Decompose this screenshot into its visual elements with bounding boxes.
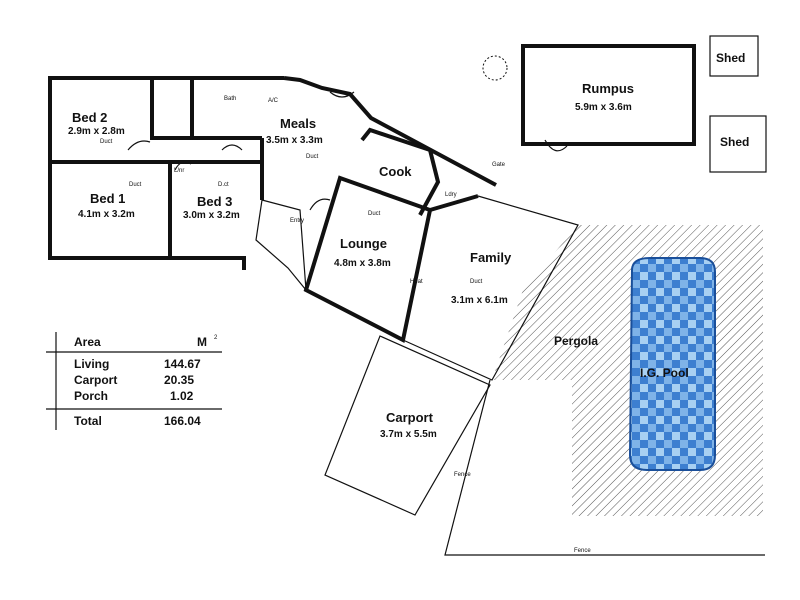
bed3-name: Bed 3 xyxy=(197,194,232,209)
area-row-label: Porch xyxy=(74,389,108,403)
bed1-name: Bed 1 xyxy=(90,191,125,206)
family-name: Family xyxy=(470,250,512,265)
pool xyxy=(628,257,716,471)
bed2-name: Bed 2 xyxy=(72,110,107,125)
meals-dims: 3.5m x 3.3m xyxy=(266,135,323,146)
door-swing xyxy=(221,144,243,151)
meals-name: Meals xyxy=(280,116,316,131)
area-total-label: Total xyxy=(74,414,102,428)
shed2-name: Shed xyxy=(720,135,749,149)
door-swing xyxy=(329,91,355,98)
meals-duct-label: Duct xyxy=(306,154,319,160)
lounge-duct-label: Duct xyxy=(368,211,381,217)
fence-bottom-label: Fence xyxy=(574,548,591,554)
area-row-value: 1.02 xyxy=(170,389,194,403)
area-header-unit: M xyxy=(197,335,207,349)
duct-label-bed1: Duct xyxy=(129,182,142,188)
area-total-value: 166.04 xyxy=(164,414,201,428)
tree-icon xyxy=(482,55,508,81)
shed-2 xyxy=(709,115,767,173)
door-swing xyxy=(309,198,331,211)
pool-name: I.G. Pool xyxy=(640,366,689,380)
area-header-sup: 2 xyxy=(214,335,218,341)
carport-outline xyxy=(324,335,491,516)
shed1-name: Shed xyxy=(716,51,745,65)
bath-name: Bath xyxy=(224,96,236,102)
door-swing xyxy=(174,161,192,171)
laundry-label: Ldry xyxy=(445,192,457,198)
area-table: Area M 2 Living 144.67 Carport 20.35 Por… xyxy=(46,332,222,430)
fence-line xyxy=(444,379,765,556)
house-east-wall xyxy=(283,76,497,187)
area-row-label: Living xyxy=(74,357,109,371)
kitchen-counter xyxy=(360,127,441,216)
house-outer-wall xyxy=(48,76,284,270)
rumpus-dims: 5.9m x 3.6m xyxy=(575,102,632,113)
lounge-dims: 4.8m x 3.8m xyxy=(334,258,391,269)
door-swing xyxy=(544,139,568,152)
bed2-dims: 2.9m x 2.8m xyxy=(68,126,125,137)
area-row-label: Carport xyxy=(74,373,117,387)
carport-dims: 3.7m x 5.5m xyxy=(380,429,437,440)
lnr-label: L/nr xyxy=(174,168,184,174)
area-row-value: 20.35 xyxy=(164,373,194,387)
cook-name: Cook xyxy=(379,164,412,179)
pergola-name: Pergola xyxy=(554,334,598,348)
family-walls xyxy=(429,194,479,212)
gate-label: Gate xyxy=(492,162,506,168)
area-header-left: Area xyxy=(74,335,101,349)
heat-label: Heat xyxy=(410,279,423,285)
duct-label: Duct xyxy=(100,139,113,145)
rumpus-walls xyxy=(521,44,696,146)
bed3-duct-label: D.ct xyxy=(218,182,229,188)
family-outline xyxy=(402,195,579,381)
lounge-name: Lounge xyxy=(340,236,387,251)
shed-1 xyxy=(709,35,759,77)
bed3-dims: 3.0m x 3.2m xyxy=(183,210,240,221)
entry-outline xyxy=(255,199,307,292)
family-duct-label: Duct xyxy=(470,279,483,285)
carport-name: Carport xyxy=(386,410,434,425)
family-dims: 3.1m x 6.1m xyxy=(451,295,508,306)
ac-label: A/C xyxy=(268,98,279,104)
area-row-value: 144.67 xyxy=(164,357,201,371)
bed1-dims: 4.1m x 3.2m xyxy=(78,209,135,220)
fence-left-label: Fence xyxy=(454,472,471,478)
entry-name: Entry xyxy=(290,218,304,224)
pergola-area xyxy=(492,225,763,516)
rumpus-name: Rumpus xyxy=(582,81,634,96)
door-swing xyxy=(127,140,151,151)
